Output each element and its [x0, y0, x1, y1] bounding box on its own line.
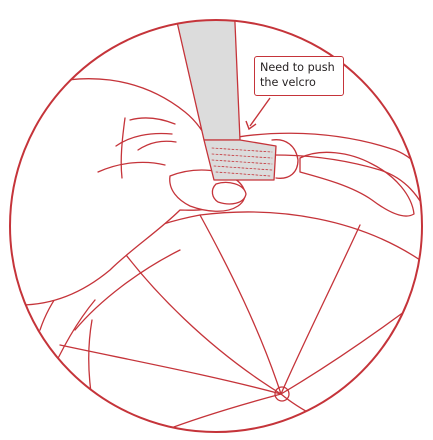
callout-box: Need to push the velcro — [254, 56, 344, 96]
arrow-pointer — [246, 98, 270, 129]
callout-label: Need to push the velcro — [260, 60, 338, 90]
